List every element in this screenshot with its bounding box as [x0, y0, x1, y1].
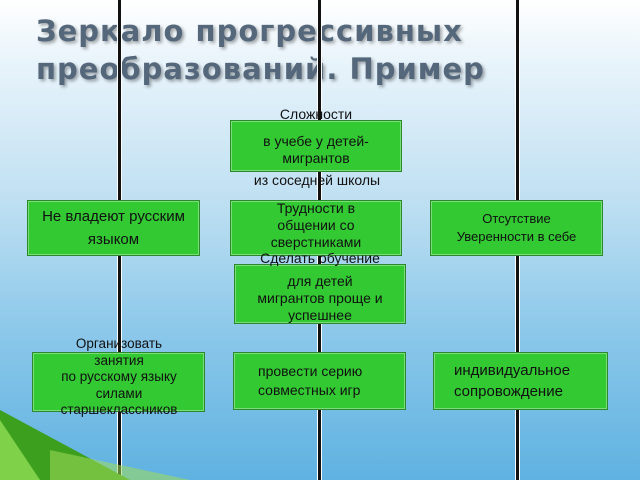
goal-overlay-text: Сделать обучение	[260, 250, 380, 266]
problem-top-overlay-text: Сложности	[279, 106, 353, 122]
problem-top-overlay: Сложности	[230, 106, 402, 123]
cause-box-right: Отсутствие Уверенности в себе	[430, 200, 603, 256]
title-line-2: преобразований. Пример	[36, 52, 485, 86]
slide-title: Зеркало прогрессивных преобразований. Пр…	[36, 12, 596, 88]
cause-left-line-1: Не владеют русским	[42, 208, 185, 225]
goal-box: для детей мигрантов проще и успешнее	[234, 264, 406, 324]
cause-box-center: Трудности в общении со сверстниками	[230, 200, 402, 256]
action-box-center: провести серию совместных игр	[233, 352, 406, 410]
goal-overlay: Сделать обучение	[234, 250, 406, 267]
cause-right-line-2: Уверенности в себе	[456, 229, 577, 244]
cause-center-line-1: Трудности в	[276, 200, 356, 216]
action-left-text: Организовать занятия по русскому языку с…	[28, 336, 210, 419]
decorative-corner-highlight	[0, 420, 40, 480]
cause-center-line-3: сверстниками	[270, 234, 362, 250]
cause-box-left: Не владеют русским языком	[27, 200, 200, 256]
title-line-1: Зеркало прогрессивных	[36, 14, 463, 48]
goal-line-1: для детей	[287, 272, 353, 289]
problem-top-under-text: из соседней школы	[253, 172, 381, 188]
goal-line-2: мигрантов проще и	[257, 289, 383, 306]
action-right-line-2: сопровождение	[454, 383, 563, 400]
action-center-line-1: провести серию	[258, 363, 363, 379]
action-left-line-1: Организовать	[75, 336, 163, 351]
cause-left-line-2: языком	[87, 231, 140, 248]
goal-line-3: успешнее	[288, 306, 352, 323]
problem-top-line-2: мигрантов	[282, 150, 350, 166]
cause-right-line-1: Отсутствие	[482, 211, 551, 226]
action-left-line-2: занятия	[94, 352, 144, 368]
problem-box-top: в учебе у детей- мигрантов	[230, 120, 402, 172]
action-center-line-2: совместных игр	[258, 382, 361, 398]
action-left-line-3: по русскому языку	[61, 369, 177, 384]
problem-top-line-1: в учебе у детей-	[263, 133, 369, 149]
action-right-line-1: индивидуальное	[454, 362, 571, 379]
action-left-line-4: силами	[95, 385, 143, 401]
action-box-right: индивидуальное сопровождение	[433, 352, 608, 410]
decorative-corner-wave	[50, 450, 190, 480]
problem-top-under: из соседней школы	[222, 172, 412, 189]
cause-center-line-2: общении со	[277, 217, 355, 233]
